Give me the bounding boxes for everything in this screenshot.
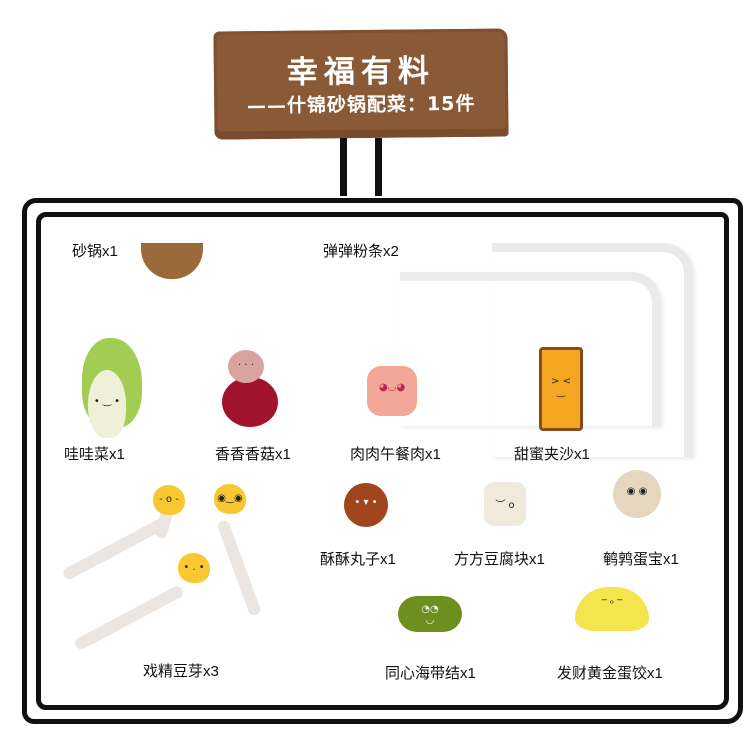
frame-outer-border (22, 198, 743, 724)
item-label-vermicelli: 弹弹粉条x2 (323, 243, 399, 260)
item-label-luncheon-meat: 肉肉午餐肉x1 (350, 446, 441, 463)
sweet-sandwich-image: > <‿ (539, 347, 583, 431)
item-label-bean-sprouts: 戏精豆芽x3 (143, 663, 219, 680)
vermicelli-strand-2 (400, 272, 661, 426)
sign-title: 幸福有料 (286, 53, 436, 91)
vermicelli-strand-1 (492, 243, 693, 457)
item-label-baby-cabbage: 哇哇菜x1 (64, 446, 125, 463)
luncheon-meat-image: ◕◡◕ (367, 366, 417, 416)
item-label-kelp-knot: 同心海带结x1 (385, 665, 476, 682)
item-label-sweet-sandwich: 甜蜜夹沙x1 (514, 446, 590, 463)
bean-sprout-head-1: - o - (153, 485, 185, 515)
quail-egg-image: ◉ ◉ (613, 470, 661, 518)
item-label-tofu: 方方豆腐块x1 (454, 551, 545, 568)
sign-subtitle: ——什锦砂锅配菜：15件 (246, 92, 476, 118)
item-label-egg-dumpling: 发财黄金蛋饺x1 (557, 665, 663, 682)
sign-post-right (375, 138, 382, 196)
kelp-knot-image: ◔◔◡ (398, 596, 462, 632)
shiitake-image: · · · (228, 350, 264, 383)
bean-sprout-head-2: ◉‿◉ (214, 484, 246, 514)
item-label-quail-egg: 鹌鹑蛋宝x1 (603, 551, 679, 568)
item-label-clay-pot: 砂锅x1 (72, 243, 118, 260)
sign-post-left (340, 138, 347, 196)
shiitake-stem (222, 377, 278, 427)
item-label-shiitake: 香香香菇x1 (215, 446, 291, 463)
egg-dumpling-image: ‾ ᵒ ‾ (575, 587, 649, 631)
tofu-image: ︶ o (484, 482, 526, 526)
meatball-image: • ▾ • (344, 483, 388, 527)
item-label-meatball: 酥酥丸子x1 (320, 551, 396, 568)
baby-cabbage-image: • ‿ • (88, 370, 126, 438)
bean-sprout-head-3: • . • (178, 553, 210, 583)
title-sign: 幸福有料 ——什锦砂锅配菜：15件 (213, 28, 509, 140)
frame-inner-border (36, 212, 729, 710)
